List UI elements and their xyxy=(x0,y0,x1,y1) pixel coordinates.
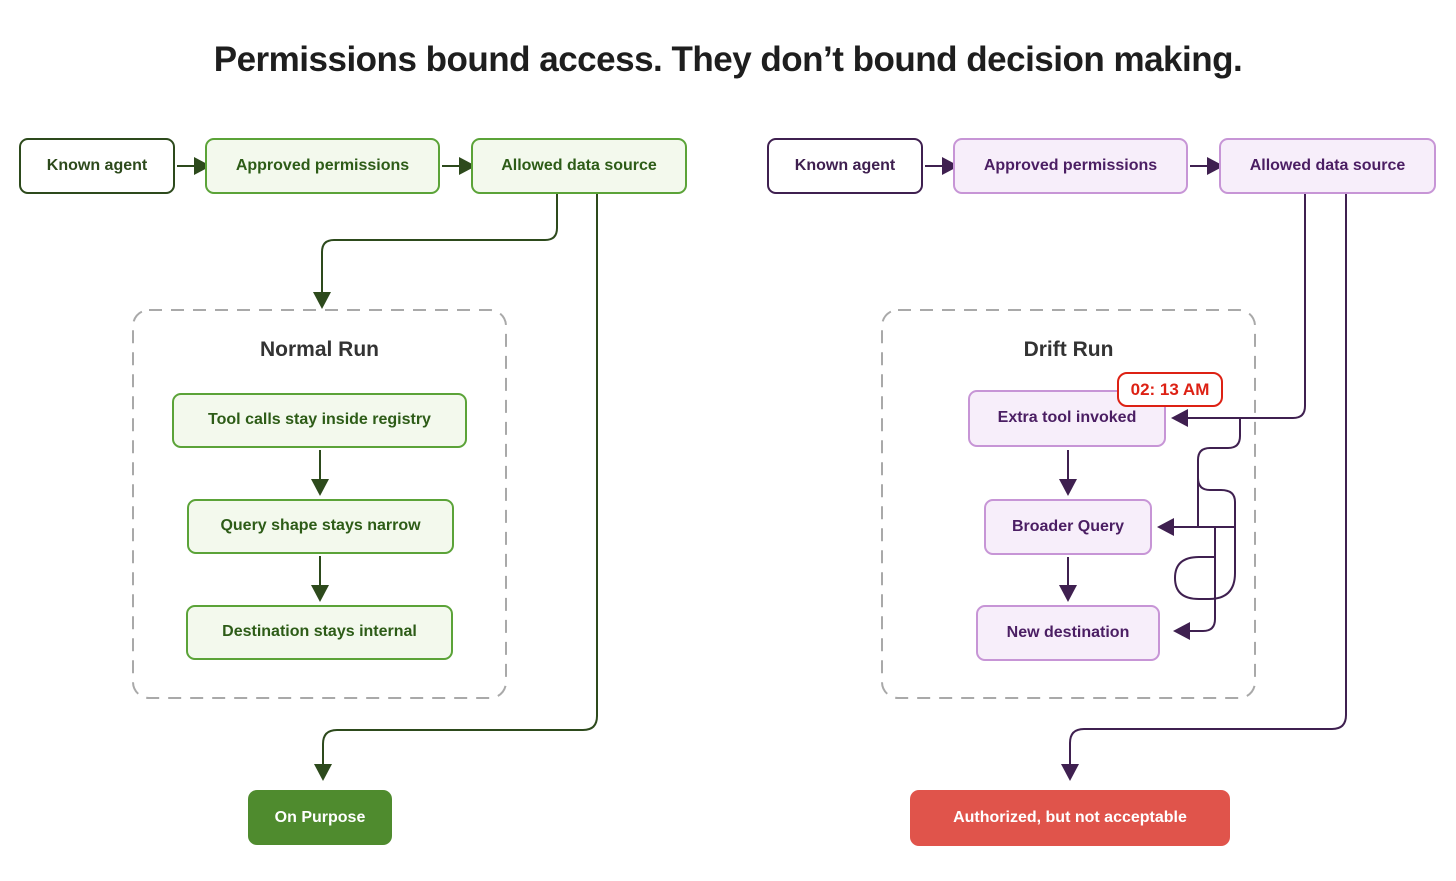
right-node-allowed-data-source-label: Allowed data source xyxy=(1249,156,1406,174)
right-connectors xyxy=(925,157,1347,781)
drift-run-step-1-label: Extra tool invoked xyxy=(997,409,1137,427)
drift-run-step-2-label: Broader Query xyxy=(1011,517,1125,535)
right-node-approved-permissions: Approved permissions xyxy=(953,138,1188,194)
left-node-allowed-data-source-label: Allowed data source xyxy=(501,156,657,174)
diagram-title: Permissions bound access. They don’t bou… xyxy=(213,40,1243,79)
normal-run-step-3: Destination stays internal xyxy=(186,605,453,660)
right-node-known-agent: Known agent xyxy=(767,138,923,194)
arrow-source-to-extra-tool xyxy=(1171,194,1306,427)
right-node-allowed-data-source: Allowed data source xyxy=(1219,138,1436,194)
left-connectors xyxy=(177,157,598,781)
arrow-tangle-to-new-destination xyxy=(1173,527,1216,640)
drift-tangle-segment-2 xyxy=(1173,477,1236,600)
left-node-approved-permissions: Approved permissions xyxy=(205,138,440,194)
left-node-known-agent: Known agent xyxy=(19,138,175,194)
normal-run-step-3-label: Destination stays internal xyxy=(222,623,417,641)
drift-run-step-3-label: New destination xyxy=(1006,623,1130,641)
timestamp-badge: 02: 13 AM xyxy=(1117,372,1223,407)
arrow-source-to-on-purpose xyxy=(314,194,598,781)
left-node-allowed-data-source: Allowed data source xyxy=(471,138,687,194)
arrow-source-to-authorized xyxy=(1061,194,1347,781)
on-purpose-outcome-label: On Purpose xyxy=(274,808,366,826)
on-purpose-outcome: On Purpose xyxy=(248,790,392,845)
right-node-approved-permissions-label: Approved permissions xyxy=(983,156,1158,174)
authorized-outcome: Authorized, but not acceptable xyxy=(910,790,1230,846)
drift-run-title: Drift Run xyxy=(1023,338,1114,361)
drift-run-step-3: New destination xyxy=(976,605,1160,661)
normal-run-step-1: Tool calls stay inside registry xyxy=(172,393,467,448)
normal-run-step-2-label: Query shape stays narrow xyxy=(220,517,421,535)
arrow-source-to-normal-run xyxy=(313,194,558,309)
authorized-outcome-label: Authorized, but not acceptable xyxy=(953,809,1187,826)
normal-run-title: Normal Run xyxy=(259,338,379,361)
left-node-approved-permissions-label: Approved permissions xyxy=(235,156,410,174)
left-node-known-agent-label: Known agent xyxy=(46,156,148,174)
normal-run-step-2: Query shape stays narrow xyxy=(187,499,454,554)
drift-run-step-2: Broader Query xyxy=(984,499,1152,555)
right-node-known-agent-label: Known agent xyxy=(794,156,896,174)
drift-tangle-segment-1 xyxy=(1197,418,1241,527)
normal-run-step-1-label: Tool calls stay inside registry xyxy=(208,411,431,429)
